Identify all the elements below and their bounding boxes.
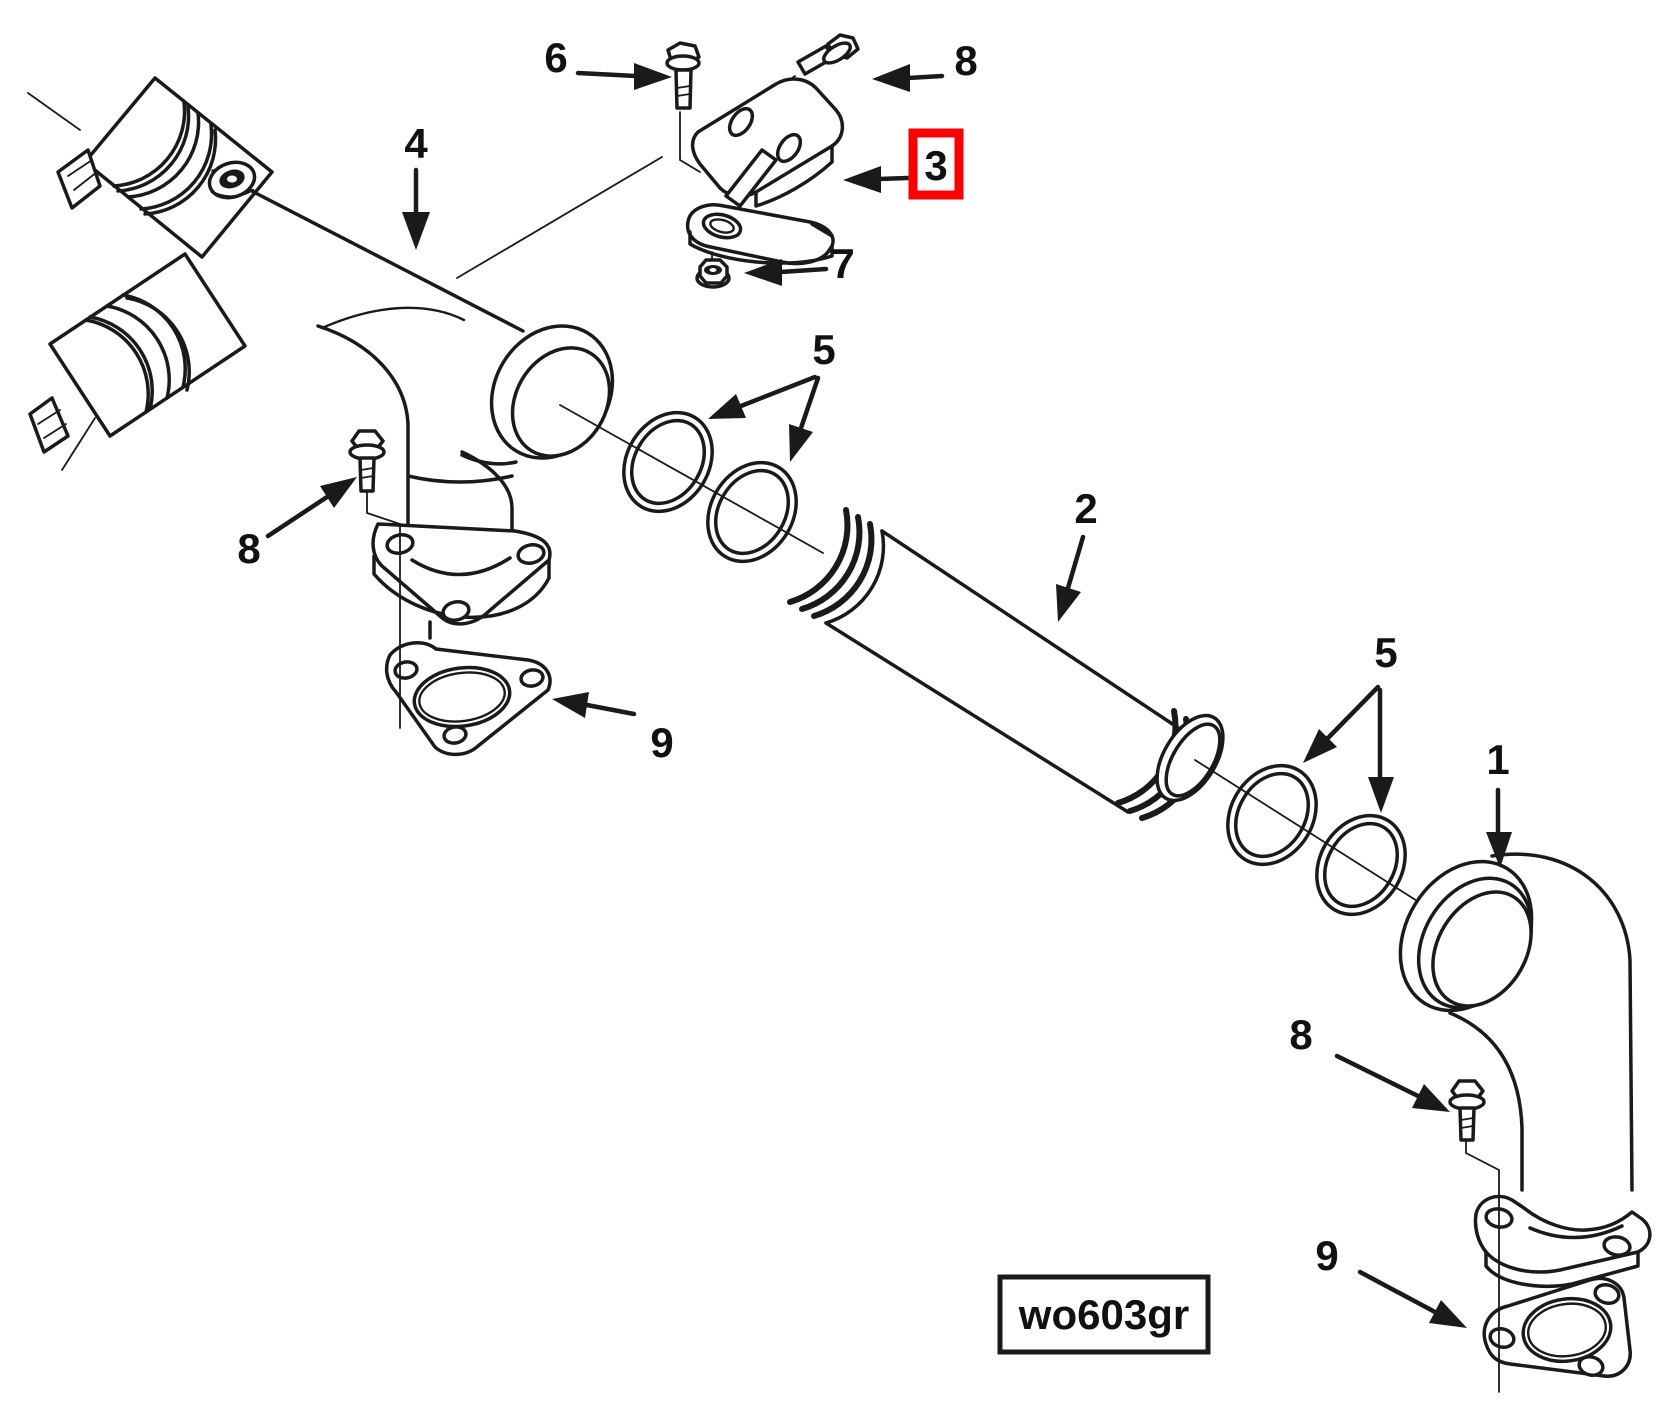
centerline-right — [1194, 759, 1456, 926]
drawing-code-text: wo603gr — [1018, 1291, 1189, 1338]
part-8-bolt-right-drawing — [1448, 1079, 1486, 1142]
callout-arrows — [265, 63, 1512, 1328]
callout-number-8-right: 8 — [1289, 1011, 1312, 1058]
leader-line-bolt8-right — [1465, 1139, 1500, 1393]
callout-number-1: 1 — [1486, 736, 1509, 783]
part-4-y-pipe-drawing — [27, 76, 615, 640]
highlighted-callout-3[interactable]: 3 — [908, 128, 964, 200]
part-9-gasket-right-drawing — [1482, 1276, 1632, 1378]
callout-number-5-lower: 5 — [1374, 629, 1397, 676]
part-8-bolt-left-drawing — [348, 429, 386, 493]
callout-arrow-1 — [1486, 787, 1512, 868]
callout-number-8-top: 8 — [954, 37, 977, 84]
callout-arrow-5-upper — [708, 374, 821, 462]
callout-number-6: 6 — [544, 34, 567, 81]
callout-arrow-2 — [1056, 534, 1086, 622]
callout-number-7: 7 — [831, 240, 854, 287]
callout-number-4: 4 — [404, 120, 428, 167]
part-7-nut-drawing — [695, 258, 731, 289]
part-1-elbow-pipe-drawing — [1398, 852, 1652, 1288]
part-6-bolt-drawing — [665, 41, 701, 110]
part-3-bracket-drawing — [456, 75, 845, 279]
callout-arrow-8-left — [265, 477, 357, 539]
callout-numbers: 6 8 4 7 5 2 8 5 9 1 8 9 — [237, 34, 1509, 1279]
callout-arrow-9-left — [552, 692, 637, 718]
callout-number-9-left: 9 — [650, 719, 673, 766]
part-9-gasket-left-drawing — [384, 641, 552, 757]
callout-arrow-8-right — [1334, 1053, 1450, 1112]
drawing-code-label: wo603gr — [997, 1274, 1211, 1355]
callout-arrow-6 — [575, 63, 672, 90]
callout-arrow-5-lower — [1303, 684, 1394, 813]
part-2-transfer-tube-drawing — [787, 507, 1225, 821]
callout-arrow-8-top — [872, 64, 945, 92]
leader-line-bolt8-left — [366, 491, 401, 729]
callout-arrow-3 — [843, 166, 911, 193]
callout-arrow-9-right — [1357, 1269, 1467, 1328]
centerline-left — [559, 404, 824, 554]
part-5-o-rings-upper-drawing — [622, 410, 798, 564]
part-5-o-rings-lower-drawing — [1226, 763, 1407, 917]
callout-number-9-right: 9 — [1315, 1232, 1338, 1279]
callout-arrow-7 — [744, 259, 829, 286]
callout-number-3: 3 — [924, 142, 947, 189]
drawing-code-box — [997, 1274, 1211, 1355]
highlight-box[interactable] — [908, 128, 964, 200]
callout-number-8-left: 8 — [237, 525, 260, 572]
part-8-bolt-top-drawing — [796, 33, 860, 76]
callout-number-5-upper: 5 — [812, 326, 835, 373]
callout-arrow-4 — [402, 167, 430, 250]
callout-number-2: 2 — [1074, 485, 1097, 532]
